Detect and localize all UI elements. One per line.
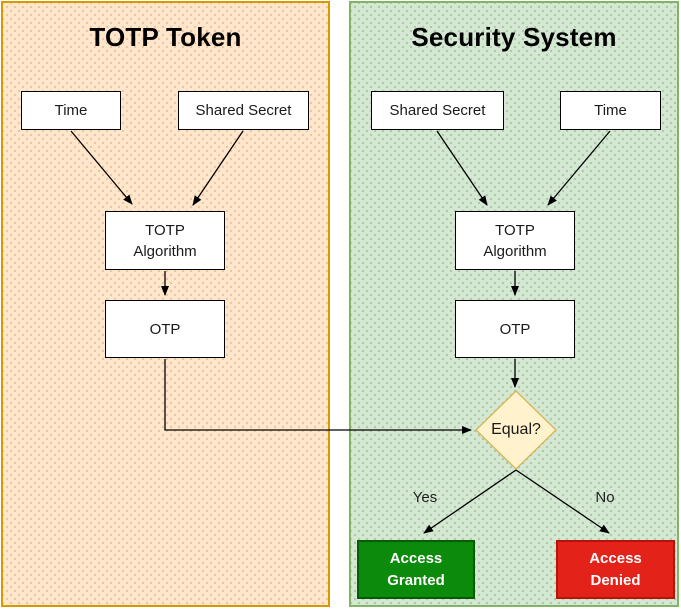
security-system-panel-title: Security System bbox=[411, 22, 617, 52]
left-totp-algorithm-node: TOTP Algorithm bbox=[105, 211, 225, 270]
decision-node-label: Equal? bbox=[491, 421, 541, 438]
right-shared-secret-node: Shared Secret bbox=[371, 91, 504, 130]
access-denied-node: Access Denied bbox=[556, 540, 675, 599]
access-granted-node: Access Granted bbox=[357, 540, 475, 599]
edge-label-yes: Yes bbox=[412, 489, 438, 506]
right-otp-node: OTP bbox=[455, 300, 575, 358]
right-totp-algorithm-node: TOTP Algorithm bbox=[455, 211, 575, 270]
left-time-node: Time bbox=[21, 91, 121, 130]
edge-label-no: No bbox=[595, 489, 615, 506]
right-time-node: Time bbox=[560, 91, 661, 130]
totp-token-panel-title: TOTP Token bbox=[89, 22, 242, 52]
left-otp-node: OTP bbox=[105, 300, 225, 358]
left-shared-secret-node: Shared Secret bbox=[178, 91, 309, 130]
